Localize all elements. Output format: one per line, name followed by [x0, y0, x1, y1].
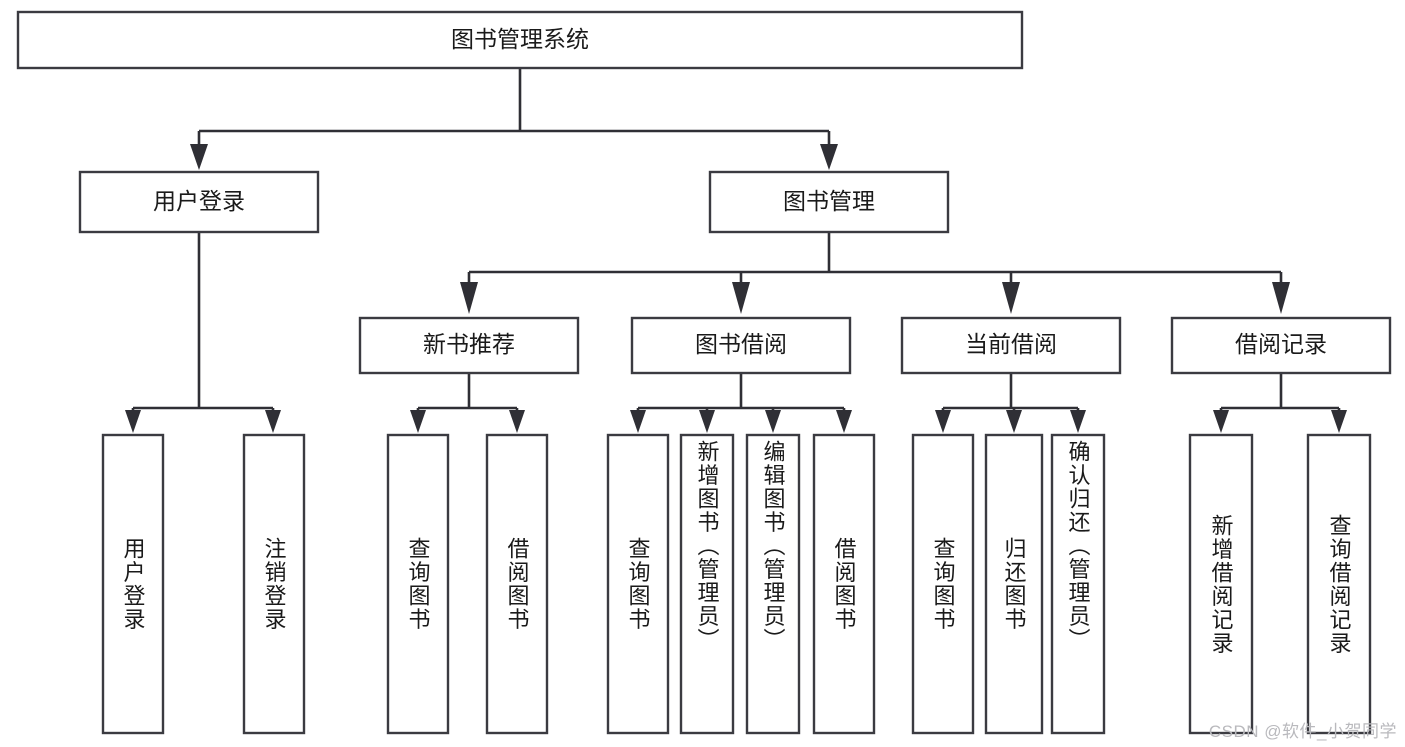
node-current-borrow[interactable]: 当前借阅	[900, 316, 1122, 375]
leaf-box-logout[interactable]	[242, 433, 306, 735]
node-book-borrow[interactable]: 图书借阅	[630, 316, 852, 375]
arrow-head-br-3	[765, 410, 781, 433]
arrow-head-nb-2	[509, 410, 525, 433]
node-current-borrow-box[interactable]	[900, 316, 1122, 375]
node-borrow-records-box[interactable]	[1170, 316, 1392, 375]
node-borrow-records[interactable]: 借阅记录	[1170, 316, 1392, 375]
arrow-head-rc-1	[1213, 410, 1229, 433]
connector-group-new-books	[410, 373, 525, 433]
leaf-box-borrow-book[interactable]	[812, 433, 876, 735]
arrow-head-ul-1	[125, 410, 141, 433]
arrow-head-rc-2	[1331, 410, 1347, 433]
leaf-box-add-book-admin[interactable]	[679, 433, 735, 735]
leaf-box-query-book-rec[interactable]	[386, 433, 450, 735]
arrow-head-root-1	[190, 144, 208, 170]
node-book-manage-box[interactable]	[708, 170, 950, 234]
arrow-head-br-1	[630, 410, 646, 433]
node-book-manage[interactable]: 图书管理	[708, 170, 950, 234]
node-new-book-recommend-box[interactable]	[358, 316, 580, 375]
arrow-head-br-4	[836, 410, 852, 433]
leaf-box-add-record[interactable]	[1188, 433, 1254, 735]
arrow-head-ul-2	[265, 410, 281, 433]
arrow-head-cb-2	[1006, 410, 1022, 433]
node-new-book-recommend-label: 新书推荐	[423, 331, 515, 357]
node-root-box[interactable]	[16, 10, 1024, 70]
arrow-head-br-2	[699, 410, 715, 433]
arrow-head-cb-3	[1070, 410, 1086, 433]
node-user-login[interactable]: 用户登录	[78, 170, 320, 234]
node-root-label: 图书管理系统	[451, 26, 589, 52]
connector-group-user-login	[125, 232, 281, 433]
connector-group-records	[1213, 373, 1347, 433]
arrow-head-bm-4	[1272, 282, 1290, 314]
node-new-book-recommend[interactable]: 新书推荐	[358, 316, 580, 375]
connector-group-borrow	[630, 373, 852, 433]
arrow-head-bm-2	[732, 282, 750, 314]
leaf-box-edit-book-admin[interactable]	[745, 433, 801, 735]
node-user-login-box[interactable]	[78, 170, 320, 234]
leaf-box-user-login[interactable]	[101, 433, 165, 735]
leaf-box-query-book-current[interactable]	[911, 433, 975, 735]
arrow-head-bm-3	[1002, 282, 1020, 314]
leaf-box-return-book[interactable]	[984, 433, 1044, 735]
node-root[interactable]: 图书管理系统	[16, 10, 1024, 70]
arrow-head-nb-1	[410, 410, 426, 433]
leaf-box-query-book-borrow[interactable]	[606, 433, 670, 735]
arrow-head-bm-1	[460, 282, 478, 314]
node-book-manage-label: 图书管理	[783, 188, 875, 214]
leaf-box-confirm-return-admin[interactable]	[1050, 433, 1106, 735]
leaf-box-query-record[interactable]	[1306, 433, 1372, 735]
connector-group-current-borrow	[935, 373, 1086, 433]
connector-group-root	[190, 68, 838, 170]
arrow-head-cb-1	[935, 410, 951, 433]
node-book-borrow-label: 图书借阅	[695, 331, 787, 357]
node-borrow-records-label: 借阅记录	[1235, 331, 1327, 357]
connector-group-book-manage	[460, 232, 1290, 314]
arrow-head-root-2	[820, 144, 838, 170]
leaf-box-borrow-book-rec[interactable]	[485, 433, 549, 735]
node-book-borrow-box[interactable]	[630, 316, 852, 375]
node-user-login-label: 用户登录	[153, 188, 245, 214]
node-current-borrow-label: 当前借阅	[965, 331, 1057, 357]
